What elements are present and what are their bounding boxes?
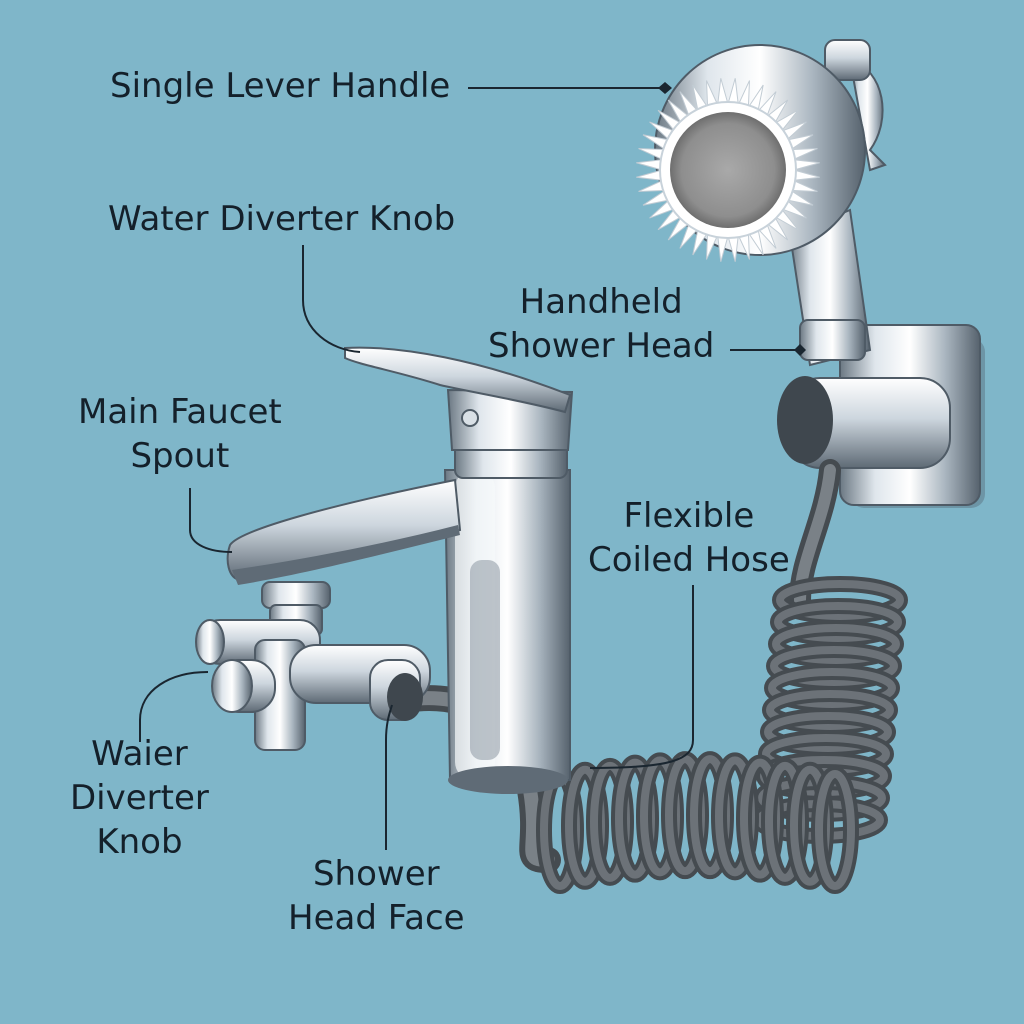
label-shower-head-face: Shower Head Face: [288, 852, 465, 940]
leader-lines: [139, 87, 800, 850]
label-handheld-shower-head: Handheld Shower Head: [488, 280, 714, 368]
shower-head: [636, 44, 866, 262]
leader-waier-diverter-knob: [139, 671, 209, 742]
hose-coil-ring: [770, 646, 898, 686]
shower-head-face: [670, 112, 786, 228]
hose-coil-ring: [764, 712, 892, 752]
label-text: Water Diverter Knob: [108, 199, 456, 239]
diverter-knob: [211, 659, 253, 713]
hose-coil-ring: [768, 668, 896, 708]
label-single-lever-handle: Single Lever Handle: [110, 64, 450, 108]
diverter-assembly: [195, 619, 431, 751]
label-line: Handheld: [519, 282, 683, 322]
hose-coil-ring: [772, 624, 900, 664]
label-line: Shower Head: [488, 326, 715, 366]
leader-flexible-coiled-hose: [589, 585, 694, 769]
bristle: [636, 159, 664, 171]
label-main-faucet-spout: Main Faucet Spout: [78, 390, 282, 478]
leader-water-diverter-knob-top: [302, 245, 361, 353]
lever-handle: [344, 346, 572, 414]
label-line: Spout: [130, 436, 230, 476]
label-waier-diverter-knob: Waier Diverter Knob: [70, 732, 209, 864]
label-line: Shower: [312, 854, 440, 894]
leader-dots: [658, 82, 806, 356]
faucet-body: [344, 346, 574, 794]
hose-coil-ring: [774, 602, 902, 642]
leader-shower-head-face: [385, 704, 393, 850]
wall-bracket: [777, 324, 985, 508]
label-flexible-coiled-hose: Flexible Coiled Hose: [588, 494, 790, 582]
label-line: Diverter: [70, 778, 209, 818]
label-line: Main Faucet: [78, 392, 282, 432]
label-line: Head Face: [288, 898, 465, 938]
label-text: Single Lever Handle: [110, 66, 451, 106]
label-line: Coiled Hose: [588, 540, 790, 580]
hose-coil-ring: [776, 580, 904, 620]
label-line: Waier: [91, 734, 188, 774]
bristle: [636, 169, 664, 181]
hose-coil-ring: [766, 690, 894, 730]
leader-main-faucet-spout: [189, 488, 233, 553]
label-line: Flexible: [623, 496, 755, 536]
handheld-shower-head-handle: [788, 39, 887, 367]
label-line: Knob: [96, 822, 183, 862]
main-faucet-spout: [226, 478, 462, 636]
label-water-diverter-knob-top: Water Diverter Knob: [108, 197, 455, 241]
hose-coil-ring: [815, 770, 855, 890]
coiled-hose: [536, 576, 908, 894]
